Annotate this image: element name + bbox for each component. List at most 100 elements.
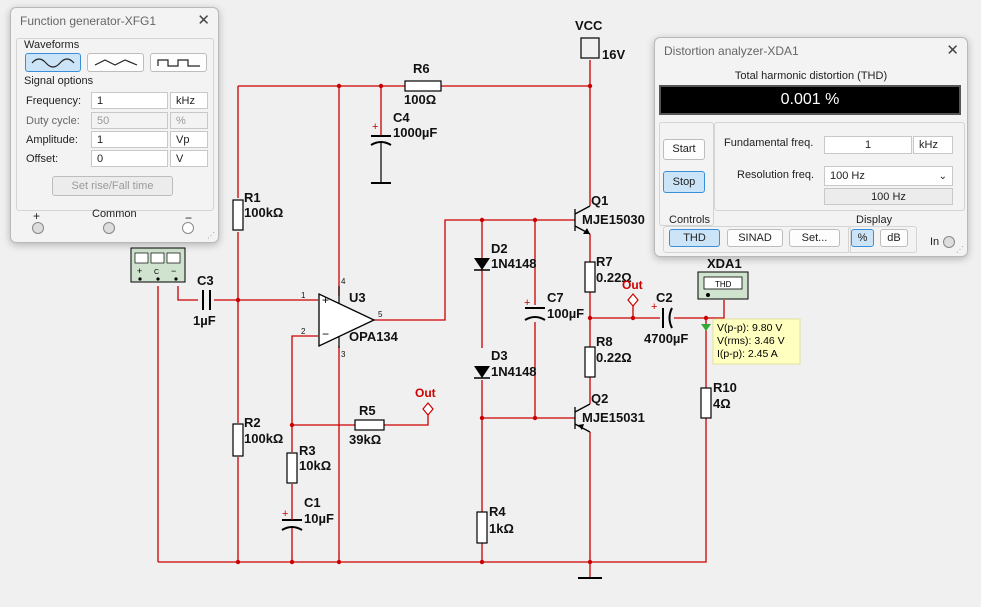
opamp-u3[interactable]: + − 1 2 5 4 3 U3 OPA134	[301, 277, 399, 359]
capacitor-c1[interactable]: + C1 10µF	[281, 495, 334, 540]
fg-common-label: Common	[92, 208, 137, 220]
resistor-r4[interactable]: R4 1kΩ	[476, 504, 514, 544]
c1-plus: +	[282, 508, 288, 520]
fg-sine-button[interactable]	[25, 53, 81, 72]
r4-value: 1kΩ	[489, 521, 514, 536]
fg-common-terminal: C	[154, 269, 159, 276]
xda-close-icon[interactable]: ✕	[946, 42, 959, 59]
xda-resolution-select[interactable]: 100 Hz ⌄	[824, 166, 953, 186]
q2-value: MJE15031	[582, 410, 645, 425]
transistor-q2[interactable]	[574, 403, 591, 433]
xda-db-button[interactable]: dB	[880, 229, 908, 247]
xda-fundamental-input[interactable]: 1	[824, 136, 912, 154]
capacitor-c4[interactable]: + C4 1000µF	[370, 110, 437, 183]
xda-display-panel	[848, 226, 917, 253]
fg-duty-unit[interactable]: %	[170, 112, 208, 129]
c1-value: 10µF	[304, 511, 334, 526]
xda-stop-button[interactable]: Stop	[663, 171, 705, 193]
fg-offset-unit[interactable]: V	[170, 150, 208, 167]
c3-value: 1µF	[193, 313, 216, 328]
capacitor-c2[interactable]: + C2 4700µF	[644, 290, 688, 346]
fg-duty-input[interactable]: 50	[91, 112, 168, 129]
resistor-r7[interactable]: R7 0.22Ω	[584, 254, 632, 293]
diode-d2[interactable]: D2 1N4148	[474, 241, 537, 271]
r7-ref: R7	[596, 254, 613, 269]
xda-display-label: Display	[856, 214, 893, 226]
distortion-analyzer-window[interactable]: Distortion analyzer-XDA1 ✕ Total harmoni…	[654, 37, 968, 257]
fg-offset-input[interactable]: 0	[91, 150, 168, 167]
pin-4: 4	[341, 277, 346, 286]
triangle-wave-icon	[94, 59, 137, 66]
capacitor-c7[interactable]: + C7 100µF	[524, 290, 584, 321]
c4-plus: +	[372, 121, 378, 133]
sine-icon	[31, 58, 75, 68]
fg-frequency-unit[interactable]: kHz	[170, 92, 208, 109]
resistor-r8[interactable]: R8 0.22Ω	[584, 334, 632, 378]
chevron-down-icon: ⌄	[938, 171, 947, 182]
r1-value: 100kΩ	[244, 205, 283, 220]
xda-in-terminal-icon[interactable]	[943, 236, 955, 248]
fg-triangle-button[interactable]	[87, 53, 144, 72]
fg-amplitude-unit[interactable]: Vp	[170, 131, 208, 148]
fg-common-terminal-icon[interactable]	[103, 222, 115, 234]
c2-ref: C2	[656, 290, 673, 305]
resistor-r2[interactable]: R2 100kΩ	[232, 415, 283, 457]
diode-d3[interactable]: D3 1N4148	[474, 348, 537, 379]
vcc-source[interactable]: VCC 16V	[575, 18, 625, 62]
c4-value: 1000µF	[393, 125, 437, 140]
resistor-r10[interactable]: R10 4Ω	[700, 380, 737, 419]
capacitor-c3[interactable]: C3 1µF	[193, 273, 216, 328]
fg-plus-label: +	[33, 209, 41, 223]
xda-sinad-button[interactable]: SINAD	[727, 229, 783, 247]
fg-rise-fall-button[interactable]: Set rise/Fall time	[52, 176, 173, 196]
c4-ref: C4	[393, 110, 410, 125]
function-generator-window[interactable]: Function generator-XFG1 ✕ Waveforms Sign…	[10, 7, 219, 243]
xda-start-button[interactable]: Start	[663, 139, 705, 160]
pin-5: 5	[378, 310, 383, 319]
fg-minus-terminal-icon[interactable]	[182, 222, 194, 234]
pin-2: 2	[301, 327, 306, 336]
wires	[157, 60, 725, 578]
fg-frequency-input[interactable]: 1	[91, 92, 168, 109]
xda-run-panel	[659, 122, 714, 226]
resistor-r3[interactable]: R3 10kΩ	[286, 443, 331, 484]
r1-ref: R1	[244, 190, 261, 205]
transistor-q1[interactable]	[574, 205, 591, 235]
xda-resolution-readout: 100 Hz	[824, 188, 953, 205]
out-probe-right[interactable]: Out	[622, 278, 643, 307]
fg-close-icon[interactable]: ✕	[197, 12, 210, 29]
resize-grip-icon[interactable]: ⋰	[956, 245, 964, 254]
r7-value: 0.22Ω	[596, 270, 632, 285]
fg-minus-label: −	[185, 211, 193, 225]
resistor-r1[interactable]: R1 100kΩ	[232, 190, 283, 231]
xda-set-button[interactable]: Set...	[789, 229, 840, 247]
r10-value: 4Ω	[713, 396, 731, 411]
d3-ref: D3	[491, 348, 508, 363]
q2-ref: Q2	[591, 391, 608, 406]
fg-square-button[interactable]	[150, 53, 207, 72]
resize-grip-icon[interactable]: ⋰	[207, 231, 215, 240]
xda-reading-display: 0.001 %	[659, 85, 961, 115]
probe-ipp: I(p-p): 2.45 A	[717, 348, 778, 360]
xda-thd-button[interactable]: THD	[669, 229, 720, 247]
xda-percent-button[interactable]: %	[851, 229, 874, 247]
vcc-label: VCC	[575, 18, 603, 33]
r3-ref: R3	[299, 443, 316, 458]
function-generator-instrument[interactable]: + C −	[130, 247, 186, 283]
resistor-r5[interactable]: R5 39kΩ	[349, 403, 385, 447]
xda-fundamental-unit[interactable]: kHz	[913, 136, 953, 154]
fg-plus-terminal: +	[137, 266, 142, 276]
r2-ref: R2	[244, 415, 261, 430]
opamp-minus-sign: −	[322, 327, 329, 341]
q1-ref: Q1	[591, 193, 608, 208]
distortion-analyzer-instrument[interactable]: XDA1 THD	[697, 256, 749, 300]
probe-vpp: V(p-p): 9.80 V	[717, 322, 782, 334]
c7-value: 100µF	[547, 306, 584, 321]
resistor-r6[interactable]: R6 100Ω	[404, 61, 442, 107]
fg-amplitude-input[interactable]: 1	[91, 131, 168, 148]
d2-value: 1N4148	[491, 256, 537, 271]
out-probe-left[interactable]: Out	[415, 386, 436, 416]
fg-plus-terminal-icon[interactable]	[32, 222, 44, 234]
pin-3: 3	[341, 350, 346, 359]
